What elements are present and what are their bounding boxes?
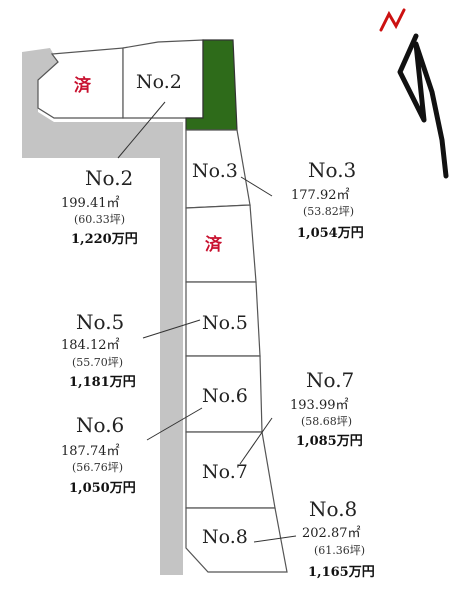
leader-no2: [117, 101, 166, 159]
road-top: [22, 48, 183, 158]
lot-no1-label: 済: [74, 75, 92, 96]
lots-layer: [37, 39, 288, 573]
leader-no8: [253, 535, 297, 543]
annotation-no2-area: 199.41㎡: [61, 196, 120, 211]
lot-labels: 済 No.2 No.3 済 No.5 No.6 No.7 No.8: [74, 71, 248, 548]
annotation-no6-number: No.6: [76, 413, 124, 437]
leader-no7: [239, 417, 273, 465]
annotation-no3-price: 1,054万円: [297, 226, 364, 241]
annotation-no3-number: No.3: [308, 158, 356, 182]
annotation-no3-tsubo: (53.82坪): [303, 205, 354, 218]
lot-no3-label: No.3: [192, 160, 238, 182]
annotation-no7-number: No.7: [306, 368, 354, 392]
leader-no3: [240, 176, 273, 197]
lot-no1[interactable]: [37, 47, 124, 119]
annotation-no8-price: 1,165万円: [308, 565, 375, 580]
lot-no6-label: No.6: [202, 385, 248, 407]
annotation-no8: No.8 202.87㎡ (61.36坪) 1,165万円: [302, 497, 375, 580]
road-area: [22, 48, 183, 575]
lot-no4-label: 済: [205, 234, 223, 255]
annotation-no5-number: No.5: [76, 310, 124, 334]
lot-no7-label: No.7: [202, 461, 248, 483]
annotation-no6-price: 1,050万円: [69, 481, 136, 496]
annotation-no5-area: 184.12㎡: [61, 338, 120, 353]
leader-no5: [142, 319, 201, 339]
annotation-no7: No.7 193.99㎡ (58.68坪) 1,085万円: [290, 368, 363, 449]
annotation-no2-tsubo: (60.33坪): [74, 213, 125, 226]
leader-lines: [117, 101, 297, 543]
annotation-no7-tsubo: (58.68坪): [301, 415, 352, 428]
lot-no8-label: No.8: [202, 526, 248, 548]
lot-no2-label: No.2: [136, 71, 182, 93]
annotation-no5-price: 1,181万円: [69, 375, 136, 390]
road-side: [160, 122, 183, 575]
annotation-no5: No.5 184.12㎡ (55.70坪) 1,181万円: [61, 310, 136, 390]
annotation-no3: No.3 177.92㎡ (53.82坪) 1,054万円: [291, 158, 364, 241]
annotation-no5-tsubo: (55.70坪): [72, 356, 123, 369]
annotation-no2: No.2 199.41㎡ (60.33坪) 1,220万円: [61, 166, 138, 247]
annotation-no8-area: 202.87㎡: [302, 526, 361, 541]
annotation-no8-tsubo: (61.36坪): [314, 544, 365, 557]
annotation-no7-area: 193.99㎡: [290, 398, 349, 413]
annotation-no8-number: No.8: [309, 497, 357, 521]
north-arrow-icon: [379, 8, 449, 179]
annotation-no6-tsubo: (56.76坪): [72, 461, 123, 474]
annotation-no3-area: 177.92㎡: [291, 188, 350, 203]
annotation-no2-price: 1,220万円: [71, 232, 138, 247]
lot-no5-label: No.5: [202, 312, 248, 334]
annotation-no6-area: 187.74㎡: [61, 444, 120, 459]
north-n-mark: [379, 8, 406, 32]
annotation-no6: No.6 187.74㎡ (56.76坪) 1,050万円: [61, 413, 136, 496]
annotation-no7-price: 1,085万円: [296, 434, 363, 449]
north-arrow-stroke: [397, 33, 449, 179]
leader-no6: [146, 407, 203, 441]
annotation-no2-number: No.2: [85, 166, 133, 190]
lot-no8[interactable]: [185, 507, 288, 573]
